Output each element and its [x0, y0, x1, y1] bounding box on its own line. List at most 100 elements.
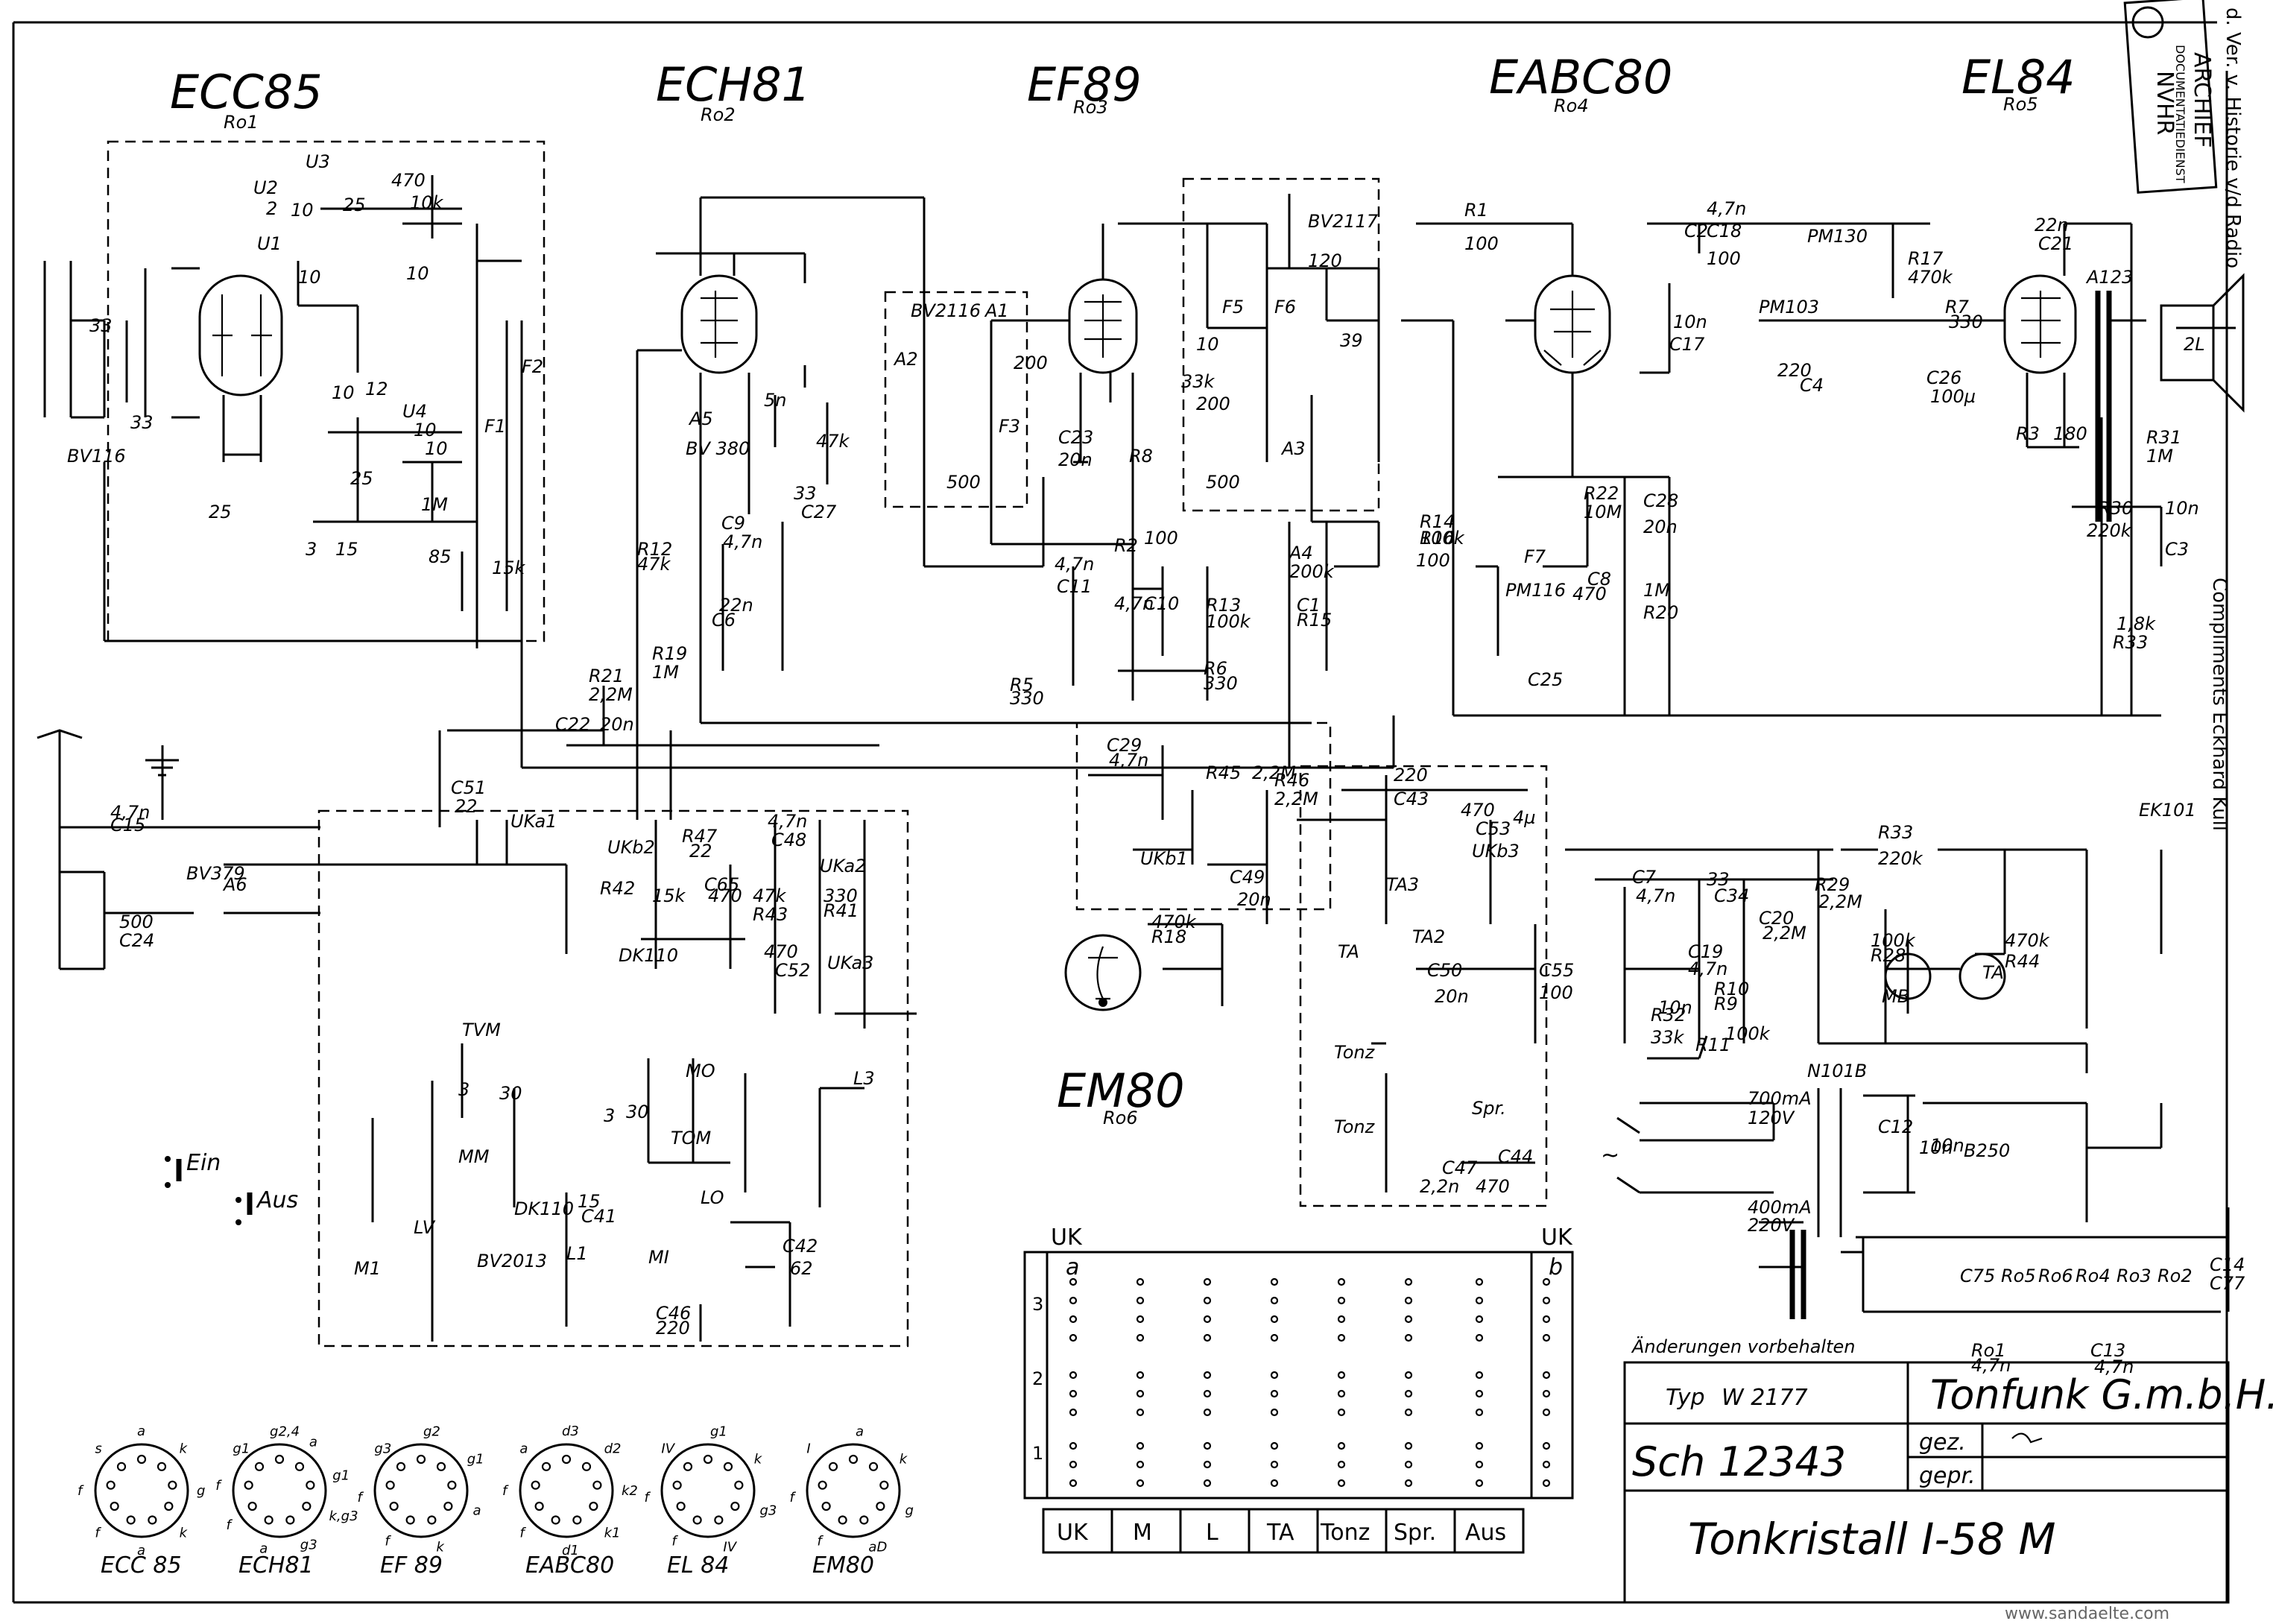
component-label-bandfilter-1: 500: [946, 472, 981, 493]
pushbutton-uk-label: UK: [1057, 1520, 1089, 1546]
component-label-bandfilter-2: 39: [1340, 330, 1363, 351]
component-label-lower-left: 3: [604, 1105, 615, 1126]
socket-pin-label: k: [754, 1451, 763, 1467]
component-label-ef89-section: R8: [1129, 446, 1153, 467]
gepr-label: gepr.: [1919, 1463, 1976, 1489]
matrix-contact: [1069, 1460, 1078, 1469]
wiring-antenna: [58, 730, 320, 970]
component-label-center-lower: 220: [1394, 765, 1428, 786]
component-label-ecc85-section: F1: [484, 416, 506, 437]
matrix-contact: [1404, 1408, 1413, 1417]
component-label-lower-left: 470: [708, 885, 742, 906]
socket-caption: EABC80: [525, 1552, 614, 1579]
component-label-el84-section: R31: [2146, 427, 2181, 448]
component-label-el84-section: R7: [1945, 297, 1970, 317]
output-transformer-core: [2095, 291, 2112, 522]
socket-pin: [581, 1462, 592, 1471]
stamp-frame: [2123, 0, 2218, 194]
switch-matrix-contacts: [1069, 1277, 1551, 1488]
component-label-ecc85-section: 10: [291, 200, 314, 221]
matrix-contact: [1337, 1460, 1346, 1469]
component-label-center-lower: 2,2n: [1420, 1176, 1459, 1197]
component-label-power-supply: C14: [2210, 1254, 2245, 1275]
socket-pin: [110, 1501, 119, 1511]
component-label-ef89-section: 330: [1204, 673, 1238, 694]
component-label-el84-section: R17: [1908, 248, 1944, 269]
component-label-bandfilter-1: A1: [984, 300, 1009, 321]
em80-cathode-dot: [1098, 998, 1107, 1007]
pushbutton-row: UK M L TA Tonz Spr. Aus: [1042, 1508, 1525, 1554]
socket-pin-label: k: [180, 1526, 189, 1541]
component-label-bandfilter-2: 120: [1308, 250, 1342, 271]
component-label-right-lower: 33k: [1651, 1027, 1685, 1048]
component-label-el84-section: 22n: [2035, 215, 2069, 236]
stamp-line1: ARCHIEF: [2189, 52, 2215, 148]
ta-socket-icon: [1959, 952, 2006, 1000]
matrix-contact: [1542, 1296, 1551, 1305]
loudspeaker-cone: [2212, 273, 2245, 413]
mb-socket-icon: [1884, 952, 1932, 1000]
matrix-contact: [1404, 1479, 1413, 1488]
component-label-right-lower: R29: [1815, 874, 1850, 895]
component-label-eabc80-section: R1: [1464, 200, 1488, 221]
socket-caption: EF 89: [380, 1552, 443, 1579]
component-label-center-lower: 470k: [1151, 911, 1197, 932]
component-label-ef89-section: 33k: [1181, 371, 1215, 392]
component-label-el84-section: 10n: [2165, 498, 2199, 519]
component-label-lower-left: UKb2: [607, 837, 655, 858]
socket-pin: [294, 1462, 305, 1471]
socket-pin-label: f: [502, 1483, 509, 1499]
component-label-ecc85-section: 25: [343, 195, 366, 215]
component-label-power-supply: Ro6: [2038, 1266, 2073, 1286]
component-label-bandfilter-2: BV2117: [1308, 211, 1379, 232]
component-label-lower-left: C41: [581, 1206, 616, 1227]
component-label-ech81-section: 4,7n: [723, 531, 762, 552]
matrix-contact: [1542, 1408, 1551, 1417]
component-label-lower-left: 4,7n: [768, 811, 807, 832]
ta-switch-box: [1299, 765, 1548, 1207]
component-label-lower-left: 220: [656, 1318, 690, 1339]
component-label-power-supply: 400mA: [1748, 1197, 1812, 1218]
component-label-lower-left: R43: [753, 904, 788, 925]
socket-pin-label: g1: [710, 1424, 727, 1440]
socket-pin: [447, 1480, 457, 1490]
socket-pin-label: k: [180, 1441, 189, 1456]
matrix-contact: [1404, 1277, 1413, 1286]
component-label-right-lower: R44: [2005, 951, 2040, 972]
component-label-right-lower: TA: [1982, 962, 2004, 983]
socket-pin: [416, 1454, 426, 1465]
component-label-right-lower: C7: [1632, 867, 1657, 888]
compliments-note: Compliments Eckhard Kull: [2208, 578, 2231, 831]
component-label-right-lower: 2,2M: [1763, 923, 1806, 944]
socket-pin: [164, 1501, 174, 1511]
component-label-eabc80-section: R22: [1584, 483, 1619, 504]
component-label-ecc85-section: 15k: [492, 557, 526, 578]
component-label-el84-section: C17: [1669, 334, 1705, 355]
component-label-center-lower: Tonz: [1334, 1116, 1376, 1137]
socket-pin: [285, 1515, 295, 1525]
component-label-bandfilter-2: A3: [1280, 438, 1306, 459]
socket-pin-label: d2: [604, 1441, 622, 1456]
socket-pin-label: a: [519, 1441, 528, 1456]
matrix-contact: [1404, 1333, 1413, 1342]
component-label-bandfilter-2: R16: [1420, 528, 1455, 549]
socket-pin-label: g: [905, 1503, 914, 1518]
socket-pin: [306, 1480, 315, 1490]
component-label-ecc85-section: 15: [335, 539, 358, 560]
socket-pin-label: a: [309, 1434, 317, 1450]
socket-pin: [247, 1501, 257, 1511]
pushbutton-m-label: M: [1133, 1520, 1152, 1546]
matrix-contact: [1203, 1441, 1212, 1450]
socket-pin-label: a: [856, 1424, 864, 1440]
component-label-el84-section: 10n: [1673, 312, 1707, 332]
matrix-contact: [1270, 1479, 1279, 1488]
component-label-bandfilter-2: 500: [1206, 472, 1240, 493]
component-label-ech81-section: C9: [721, 513, 745, 534]
socket-pin-label: g1: [332, 1467, 350, 1483]
component-label-bandfilter-2: 10: [1196, 334, 1219, 355]
socket-pin-label: f: [226, 1517, 233, 1533]
component-label-power-supply: 120V: [1748, 1108, 1795, 1128]
component-label-lower-left: 22: [689, 841, 712, 862]
component-label-el84-section: 1,8k: [2116, 613, 2156, 634]
